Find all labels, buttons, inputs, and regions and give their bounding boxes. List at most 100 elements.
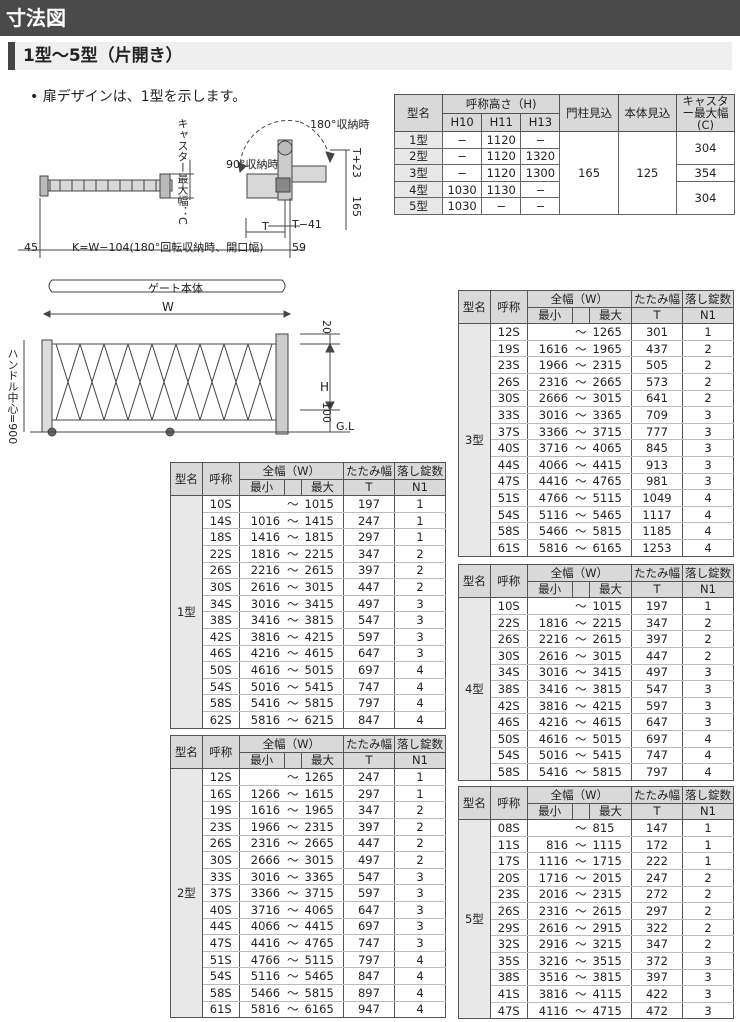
spec-caster-value: 354 xyxy=(676,164,735,182)
width-sep: ～ xyxy=(572,614,590,632)
drop-lock-count: 2 xyxy=(393,578,447,596)
fold-width: 709 xyxy=(630,406,683,424)
width-max: 3415 xyxy=(589,664,632,682)
model-name: 4型 xyxy=(458,597,491,781)
label-t23: T+23 xyxy=(350,148,363,178)
width-max: 4065 xyxy=(589,439,632,457)
model-name: 2型 xyxy=(170,768,203,1019)
top-view-diagram: 180°収納時 90°収納時 キャスター最大幅：C T+23 165 T T−4… xyxy=(0,0,395,265)
width-sep: ～ xyxy=(284,934,302,952)
width-min: 1966 xyxy=(238,818,285,836)
header-t: T xyxy=(630,306,683,325)
header-width: 全幅（W） xyxy=(526,786,632,804)
fold-width: 172 xyxy=(630,836,683,854)
header-fold: たたみ幅 xyxy=(342,735,395,753)
width-max: 815 xyxy=(589,819,632,837)
header-t: T xyxy=(630,802,683,821)
width-max: 5815 xyxy=(301,694,344,712)
spec-caster-value: 304 xyxy=(676,130,735,166)
spec-post-value: 165 xyxy=(559,131,619,215)
drop-lock-count: 1 xyxy=(393,785,447,803)
width-min: 3816 xyxy=(526,985,573,1003)
width-min: 2616 xyxy=(526,647,573,665)
width-min: 3516 xyxy=(526,969,573,987)
width-max: 3015 xyxy=(589,390,632,408)
width-min: 5816 xyxy=(238,1001,285,1019)
width-min: 1816 xyxy=(526,614,573,632)
fold-width: 247 xyxy=(630,869,683,887)
nominal-code: 42S xyxy=(201,628,240,646)
fold-width: 641 xyxy=(630,390,683,408)
nominal-code: 12S xyxy=(201,768,240,786)
label-59: 59 xyxy=(292,241,306,254)
nominal-code: 54S xyxy=(489,747,528,765)
drop-lock-count: 3 xyxy=(393,901,447,919)
drop-lock-count: 2 xyxy=(681,340,735,358)
width-sep: ～ xyxy=(572,819,590,837)
spec-row: 4型 1030 1130 − 304 xyxy=(394,180,735,215)
width-sep: ～ xyxy=(284,661,302,679)
width-min: 5016 xyxy=(238,678,285,696)
header-nominal: 呼称 xyxy=(489,289,528,325)
nominal-code: 51S xyxy=(201,951,240,969)
width-sep: ～ xyxy=(572,390,590,408)
drop-lock-count: 2 xyxy=(681,935,735,953)
label-w: W xyxy=(162,300,174,314)
width-max: 4615 xyxy=(589,713,632,731)
header-model: 型名 xyxy=(458,785,491,821)
width-max: 3415 xyxy=(301,595,344,613)
width-max: 2215 xyxy=(589,614,632,632)
fold-width: 497 xyxy=(342,595,395,613)
width-sep: ～ xyxy=(572,886,590,904)
width-sep: ～ xyxy=(572,522,590,540)
width-sep: ～ xyxy=(284,835,302,853)
nominal-code: 11S xyxy=(489,836,528,854)
label-caster-width: キャスター最大幅：C xyxy=(176,118,189,225)
width-sep: ～ xyxy=(572,340,590,358)
width-max: 1265 xyxy=(589,323,632,341)
nominal-code: 26S xyxy=(489,902,528,920)
width-min: 4616 xyxy=(526,730,573,748)
nominal-code: 16S xyxy=(201,785,240,803)
drop-lock-count: 4 xyxy=(681,747,735,765)
drop-lock-count: 4 xyxy=(393,661,447,679)
spec-header-post: 門柱見込 xyxy=(559,94,619,132)
fold-width: 347 xyxy=(342,801,395,819)
width-max: 2315 xyxy=(589,886,632,904)
nominal-code: 12S xyxy=(489,323,528,341)
header-t: T xyxy=(342,751,395,770)
width-min: 3716 xyxy=(238,901,285,919)
width-sep: ～ xyxy=(284,851,302,869)
width-min xyxy=(526,819,573,837)
drop-lock-count: 3 xyxy=(393,884,447,902)
nominal-code: 26S xyxy=(489,630,528,648)
model-name: 1型 xyxy=(170,495,203,729)
fold-width: 297 xyxy=(630,902,683,920)
width-max: 2015 xyxy=(589,869,632,887)
drop-lock-count: 3 xyxy=(393,645,447,663)
drop-lock-count: 3 xyxy=(393,934,447,952)
header-nominal: 呼称 xyxy=(201,461,240,497)
width-sep: ～ xyxy=(572,985,590,1003)
width-sep: ～ xyxy=(284,595,302,613)
drop-lock-count: 2 xyxy=(681,356,735,374)
width-min: 2216 xyxy=(238,562,285,580)
drop-lock-count: 2 xyxy=(681,902,735,920)
width-sep: ～ xyxy=(572,952,590,970)
fold-width: 347 xyxy=(342,545,395,563)
fold-width: 597 xyxy=(342,628,395,646)
